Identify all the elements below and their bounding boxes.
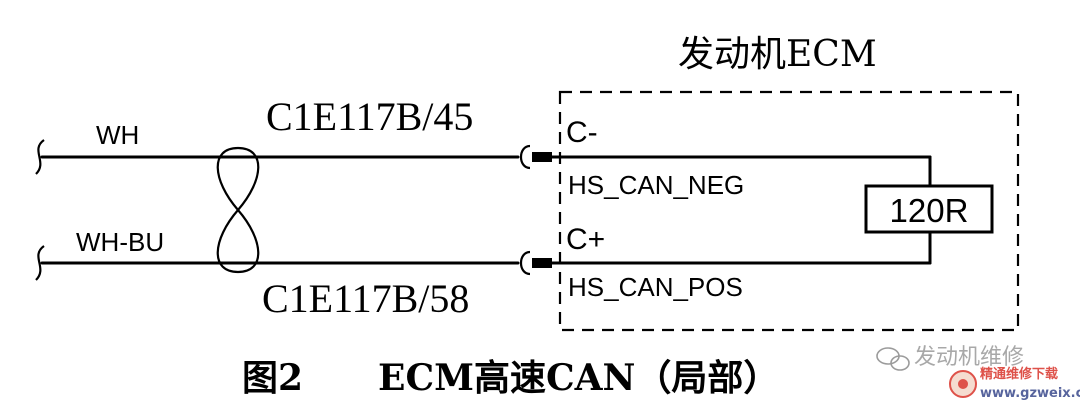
resistor-label: 120R [890, 192, 969, 229]
wechat-icon [876, 347, 910, 371]
wire-break-bottom [35, 245, 45, 281]
wire-color-top: WH [96, 120, 139, 150]
ecm-title: 发动机ECM [678, 34, 877, 75]
connector-top: C1E117B/45 [266, 94, 473, 139]
watermark-name: 发动机维修 [914, 345, 1024, 370]
connector-pin-top [519, 144, 552, 170]
connector-pin-bottom [519, 250, 552, 276]
wire-color-bottom: WH-BU [76, 227, 164, 257]
watermark-sub: 精通维修下载 [980, 366, 1058, 382]
signal-label-bottom: HS_CAN_POS [568, 272, 743, 302]
watermark-logo-icon [949, 370, 977, 398]
ecm-enclosure [558, 90, 1020, 332]
termination-resistor [864, 184, 994, 234]
wire-break-top [35, 139, 45, 175]
figure-number: 图2 [242, 357, 303, 399]
pin-label-top: C- [566, 116, 598, 149]
signal-label-top: HS_CAN_NEG [568, 170, 744, 200]
watermark: 发动机维修 精通维修下载 www.gzweix.com [876, 345, 1080, 401]
connector-bottom: C1E117B/58 [262, 276, 469, 321]
twisted-pair-symbol [216, 146, 260, 274]
pin-label-bottom: C+ [566, 223, 605, 256]
watermark-url: www.gzweix.com [980, 386, 1080, 401]
figure-caption: ECM高速CAN（局部） [378, 357, 779, 399]
